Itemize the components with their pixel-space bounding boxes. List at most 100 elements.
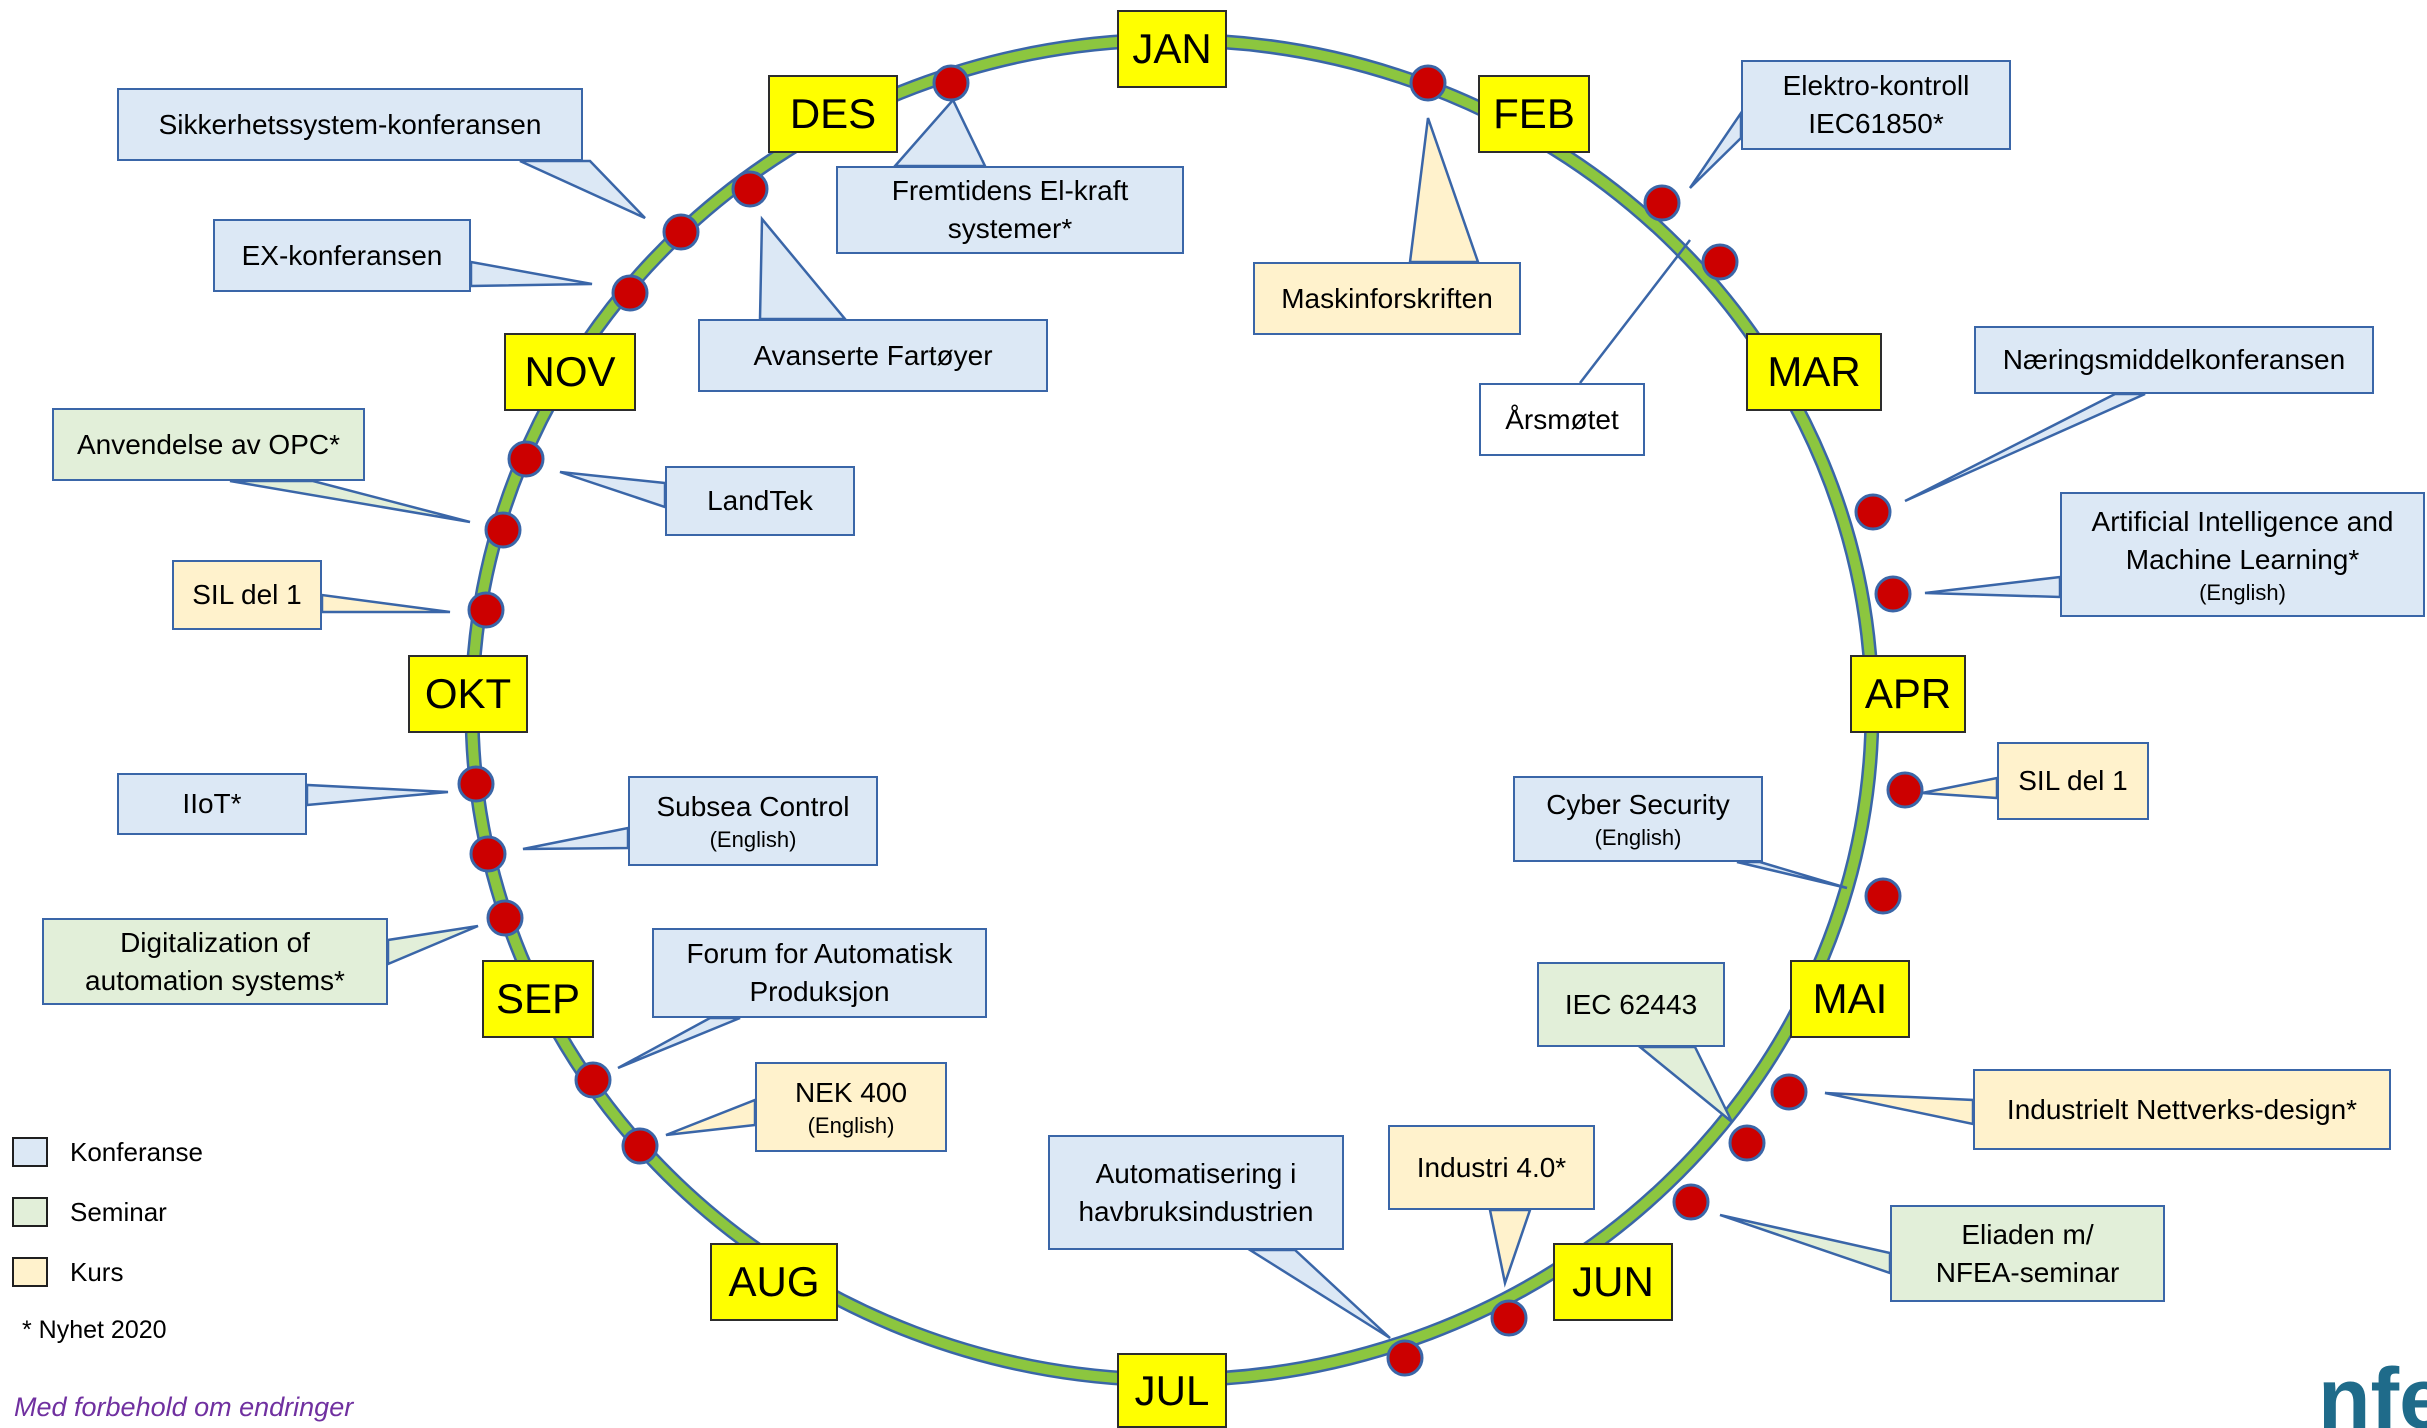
event-dot [467, 591, 505, 629]
event-pointer [386, 924, 479, 966]
event-language-note: (English) [1594, 825, 1682, 850]
event-pointer [1921, 776, 1999, 800]
event-pointer [758, 215, 848, 321]
event-callout: Sikkerhetssystem-konferansen [117, 88, 583, 161]
event-dot [469, 835, 507, 873]
event-dot [1672, 1183, 1710, 1221]
event-dot [731, 170, 769, 208]
event-callout: SIL del 1 [1997, 742, 2149, 820]
event-dot [457, 765, 495, 803]
event-title-line: Industri 4.0* [1416, 1151, 1567, 1183]
event-pointer [617, 1016, 741, 1070]
month-label-des: DES [768, 75, 898, 153]
event-title-line: Fremtidens El-kraft [891, 175, 1129, 206]
event-title-line: Produksjon [749, 976, 890, 1007]
event-pointer [229, 479, 471, 524]
event-dot [662, 213, 700, 251]
event-title-line: Elektro-kontroll [1782, 70, 1970, 101]
event-dot [1490, 1299, 1528, 1337]
event-title-line: IEC61850* [1808, 108, 1944, 139]
month-label-jun: JUN [1553, 1243, 1673, 1321]
event-dot [1770, 1073, 1808, 1111]
legend-swatch-seminar [12, 1197, 48, 1227]
nfe-logo: nfe [2318, 1351, 2427, 1428]
event-title-line: SIL del 1 [2018, 765, 2128, 796]
footer-disclaimer: Med forbehold om endringer [14, 1392, 354, 1422]
event-callout: IIoT* [117, 773, 307, 835]
event-dot [507, 440, 545, 478]
event-callout: Næringsmiddelkonferansen [1974, 326, 2374, 394]
event-title-line: Årsmøtet [1505, 403, 1619, 435]
event-title-line: EX-konferansen [241, 239, 443, 271]
event-language-note: (English) [2199, 579, 2286, 605]
event-language-note: (English) [807, 1113, 895, 1138]
event-title-line: Subsea Control [656, 791, 850, 822]
event-dot [1386, 1339, 1424, 1377]
month-label-sep: SEP [482, 960, 594, 1038]
event-pointer [1636, 1045, 1734, 1123]
event-pointer [1488, 1208, 1532, 1288]
event-pointer [1924, 575, 2062, 599]
event-callout: Årsmøtet [1479, 383, 1645, 456]
event-callout: Subsea Control (English) [628, 776, 878, 866]
event-dot [932, 64, 970, 102]
event-pointer [892, 97, 987, 168]
event-title-line: automation systems* [85, 964, 345, 996]
event-title-line: Eliaden m/ [1961, 1218, 2094, 1250]
event-callout: Maskinforskriften [1253, 262, 1521, 335]
event-dot [486, 899, 524, 937]
event-title-line: Cyber Security [1546, 789, 1730, 820]
event-title-line: Artificial Intelligence and [2091, 505, 2394, 537]
event-title-line: Machine Learning* [2125, 543, 2360, 575]
event-title-line: Maskinforskriften [1281, 282, 1493, 314]
event-pointer [559, 470, 667, 509]
month-label-aug: AUG [710, 1243, 838, 1321]
event-pointer [665, 1098, 757, 1137]
legend-swatch-kurs [12, 1257, 48, 1287]
event-pointer [469, 260, 593, 288]
event-pointer [1824, 1091, 1975, 1126]
month-label-nov: NOV [504, 333, 636, 411]
month-label-mai: MAI [1790, 960, 1910, 1038]
event-callout: Industri 4.0* [1388, 1125, 1595, 1210]
event-dot [1643, 184, 1681, 222]
event-pointer [1719, 1213, 1892, 1275]
event-language-note: (English) [709, 827, 797, 852]
event-dot [1854, 493, 1892, 531]
event-title-line: Anvendelse av OPC* [76, 428, 341, 460]
event-pointer [1579, 239, 1691, 384]
legend-label-konferanse: Konferanse [70, 1137, 203, 1167]
event-title-line: SIL del 1 [192, 579, 302, 610]
event-pointer [1688, 108, 1743, 189]
event-title-line: systemer* [947, 213, 1073, 244]
event-title-line: Næringsmiddelkonferansen [2002, 344, 2346, 375]
legend-note: * Nyhet 2020 [22, 1316, 167, 1344]
event-title-line: IIoT* [182, 788, 242, 819]
event-dot [1409, 64, 1447, 102]
event-pointer [1736, 860, 1848, 890]
event-dot [574, 1061, 612, 1099]
event-pointer [320, 593, 451, 614]
event-pointer [522, 826, 630, 851]
event-dot [621, 1127, 659, 1165]
event-pointer [1408, 117, 1480, 264]
event-dot [1886, 771, 1924, 809]
event-dot [1874, 575, 1912, 613]
event-callout: Industrielt Nettverks-design* [1973, 1069, 2391, 1150]
event-dot [484, 511, 522, 549]
legend-label-seminar: Seminar [70, 1197, 167, 1227]
event-callout: Fremtidens El-kraft systemer* [836, 166, 1184, 254]
month-label-feb: FEB [1478, 75, 1590, 153]
event-title-line: Sikkerhetssystem-konferansen [158, 108, 542, 140]
legend-label-kurs: Kurs [70, 1257, 124, 1287]
event-callout: Anvendelse av OPC* [52, 408, 365, 481]
event-title-line: NFEA-seminar [1935, 1256, 2120, 1288]
event-callout: Eliaden m/NFEA-seminar [1890, 1205, 2165, 1302]
event-pointer [305, 783, 449, 807]
event-callout: Cyber Security (English) [1513, 776, 1763, 862]
event-title-line: Digitalization of [120, 926, 310, 958]
month-label-apr: APR [1850, 655, 1966, 733]
